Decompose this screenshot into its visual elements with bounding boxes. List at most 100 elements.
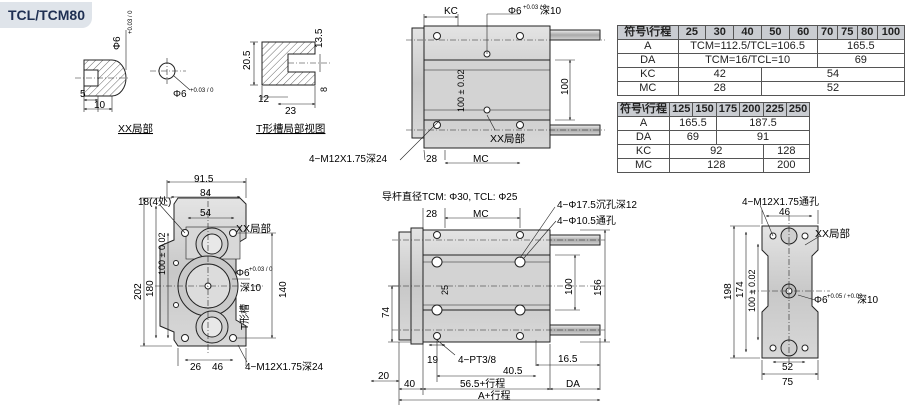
row-symbol: A — [616, 116, 671, 131]
top-thread-label: 4−M12X1.75深24 — [309, 153, 388, 165]
stroke-header: 60 — [788, 25, 818, 40]
top-dim-28: 28 — [426, 154, 438, 165]
right-dim-100-tol: 100 ± 0.02 — [747, 270, 757, 312]
front-dim-202: 202 — [133, 283, 144, 300]
right-view-drawing — [730, 204, 830, 380]
right-hole-depth: 深10 — [857, 294, 879, 306]
t-dim-20-5: 20.5 — [242, 50, 253, 70]
table-cell: 165.5 — [669, 116, 717, 131]
side-dim-40-5: 40.5 — [503, 366, 523, 377]
front-dim-180: 180 — [145, 280, 156, 297]
right-dim-198: 198 — [723, 283, 734, 300]
row-symbol: MC — [617, 81, 679, 96]
right-dim-52: 52 — [782, 362, 794, 373]
stroke-header: 100 — [876, 25, 906, 40]
table-cell: 165.5 — [816, 39, 906, 54]
front-dim-100-tol: 100 ± 0.02 — [157, 233, 167, 275]
top-view-drawing — [399, 13, 605, 165]
side-guide-rod: 导杆直径TCM: Φ30, TCL: Φ25 — [382, 190, 518, 203]
table-cell: 200 — [762, 158, 811, 173]
side-thru: 4−Φ10.5通孔 — [557, 215, 616, 227]
side-dim-28: 28 — [426, 209, 438, 220]
front-hole: Φ6 — [236, 268, 250, 279]
side-dim-16-5: 16.5 — [558, 354, 578, 365]
t-view-label: T形槽局部视图 — [256, 122, 325, 135]
front-dim-84: 84 — [200, 188, 212, 199]
table-cell: 69 — [669, 130, 717, 145]
row-symbol: KC — [616, 144, 671, 159]
right-dim-46: 46 — [779, 207, 791, 218]
side-dim-40: 40 — [404, 379, 416, 390]
side-a-stroke: A+行程 — [478, 389, 511, 402]
xx-view-label: XX局部 — [118, 122, 153, 135]
row-symbol: MC — [616, 158, 671, 173]
right-thread: 4−M12X1.75通孔 — [742, 196, 819, 208]
row-symbol: A — [617, 39, 679, 54]
right-hole: Φ6 — [814, 295, 828, 306]
side-dim-156: 156 — [593, 279, 604, 296]
stroke-header: 75 — [836, 25, 858, 40]
xx-dia-tol: +0.03 / 0 — [128, 10, 134, 34]
xx-dim-5: 5 — [80, 89, 86, 100]
stroke-header: 175 — [715, 102, 741, 117]
row-symbol: DA — [617, 53, 679, 68]
stroke-header: 30 — [705, 25, 735, 40]
front-thread: 4−M12X1.75深24 — [245, 361, 324, 373]
xx-dia-label: Φ6 — [112, 36, 123, 50]
top-kc-label: KC — [444, 6, 458, 17]
front-dim-91-5: 91.5 — [194, 174, 214, 185]
xx-dim-10: 10 — [94, 100, 106, 111]
side-pt: 4−PT3/8 — [458, 355, 497, 366]
table-cell: 42 — [677, 67, 762, 82]
stroke-header: 200 — [739, 102, 764, 117]
table-cell: 91 — [715, 130, 811, 145]
side-view-drawing — [370, 206, 610, 405]
table-cell: 92 — [669, 144, 764, 159]
table-cell: 128 — [669, 158, 764, 173]
xx-side-dia: Φ6 — [173, 89, 187, 100]
top-dim-100-tol: 100 ± 0.02 — [456, 70, 466, 112]
top-hole-tol: +0.03 / 0 — [523, 5, 547, 11]
detail-t-slot — [250, 41, 330, 108]
top-dim-100: 100 — [560, 78, 571, 95]
stroke-header: 50 — [760, 25, 790, 40]
side-cbore: 4−Φ17.5沉孔深12 — [557, 198, 637, 211]
front-hole-tol: +0.03 / 0 — [249, 267, 273, 273]
side-dim-19: 19 — [427, 355, 439, 366]
front-dim-140: 140 — [278, 281, 289, 298]
table-cell: 54 — [760, 67, 906, 82]
stroke-header: 225 — [762, 102, 787, 117]
detail-xx — [75, 30, 191, 112]
front-t-slot: T形槽 — [238, 304, 251, 330]
table-cell: 187.5 — [715, 116, 811, 131]
front-dim-54: 54 — [200, 208, 212, 219]
table-cell: TCM=112.5/TCL=106.5 — [677, 39, 818, 54]
side-dim-25: 25 — [440, 285, 450, 295]
side-dim-100: 100 — [564, 278, 575, 295]
row-symbol: DA — [616, 130, 671, 145]
front-note-18: 18(4处) — [138, 196, 171, 208]
top-hole-depth: 深10 — [540, 5, 562, 17]
stroke-header: 80 — [856, 25, 878, 40]
front-dim-26: 26 — [190, 362, 202, 373]
right-dim-174: 174 — [735, 281, 746, 298]
t-dim-12: 12 — [258, 94, 270, 105]
stroke-header: 150 — [692, 102, 717, 117]
table-corner-header: 符号\行程 — [617, 25, 679, 40]
table-cell: 28 — [677, 81, 762, 96]
table-cell: 69 — [816, 53, 906, 68]
front-hole-depth: 深10 — [240, 282, 262, 294]
xx-side-tol: +0.03 / 0 — [190, 88, 214, 94]
top-xx-label: XX局部 — [490, 132, 525, 145]
top-hole-spec: Φ6 — [508, 6, 522, 17]
stroke-header: 125 — [669, 102, 694, 117]
table-cell: 128 — [762, 144, 811, 159]
